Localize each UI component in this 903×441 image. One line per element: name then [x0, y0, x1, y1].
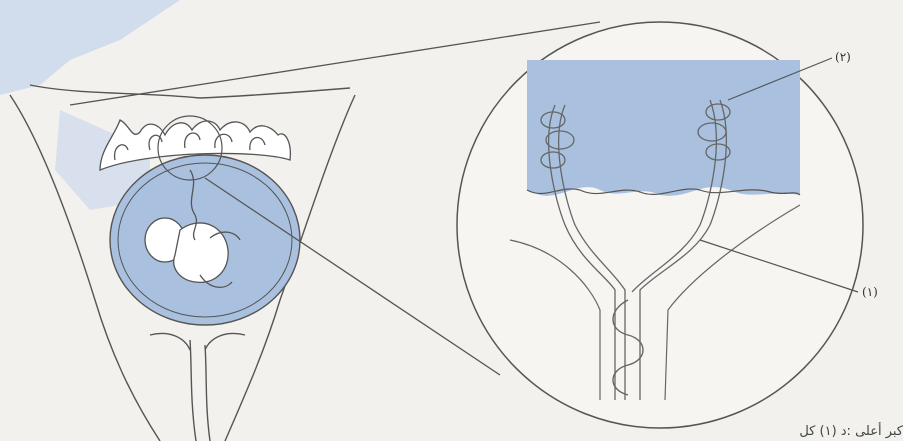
caption-text: كبر أعلى :د (١) كل	[799, 424, 903, 439]
label-2: (٢)	[835, 50, 851, 64]
watermark-shape	[0, 0, 180, 95]
uterine-tissue	[527, 60, 800, 196]
label-1: (١)	[862, 285, 878, 299]
